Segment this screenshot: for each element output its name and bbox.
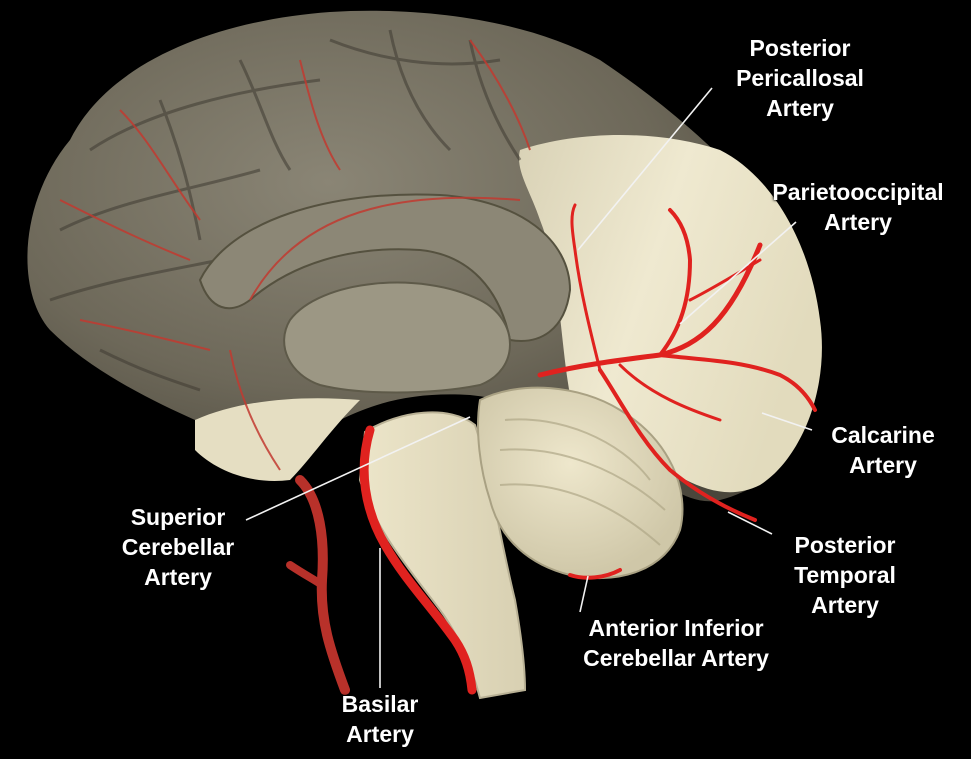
label-line: Artery: [700, 93, 900, 123]
label-line: Posterior: [700, 33, 900, 63]
label-line: Cerebellar: [88, 532, 268, 562]
vertebral-artery-branch: [290, 565, 322, 585]
label-line: Parietooccipital: [745, 177, 971, 207]
label-line: Pericallosal: [700, 63, 900, 93]
label-line: Artery: [808, 450, 958, 480]
label-line: Anterior Inferior: [520, 613, 832, 643]
label-line: Artery: [745, 207, 971, 237]
label-line: Calcarine: [808, 420, 958, 450]
thalamus-shape: [284, 283, 510, 393]
label-line: Basilar: [310, 689, 450, 719]
label-line: Cerebellar Artery: [520, 643, 832, 673]
label-line: Posterior: [760, 530, 930, 560]
label-line: Temporal: [760, 560, 930, 590]
label-line: Artery: [310, 719, 450, 749]
label-line: Artery: [88, 562, 268, 592]
label-line: Superior: [88, 502, 268, 532]
leader-line-anterior-inferior-cerebellar: [580, 576, 588, 612]
